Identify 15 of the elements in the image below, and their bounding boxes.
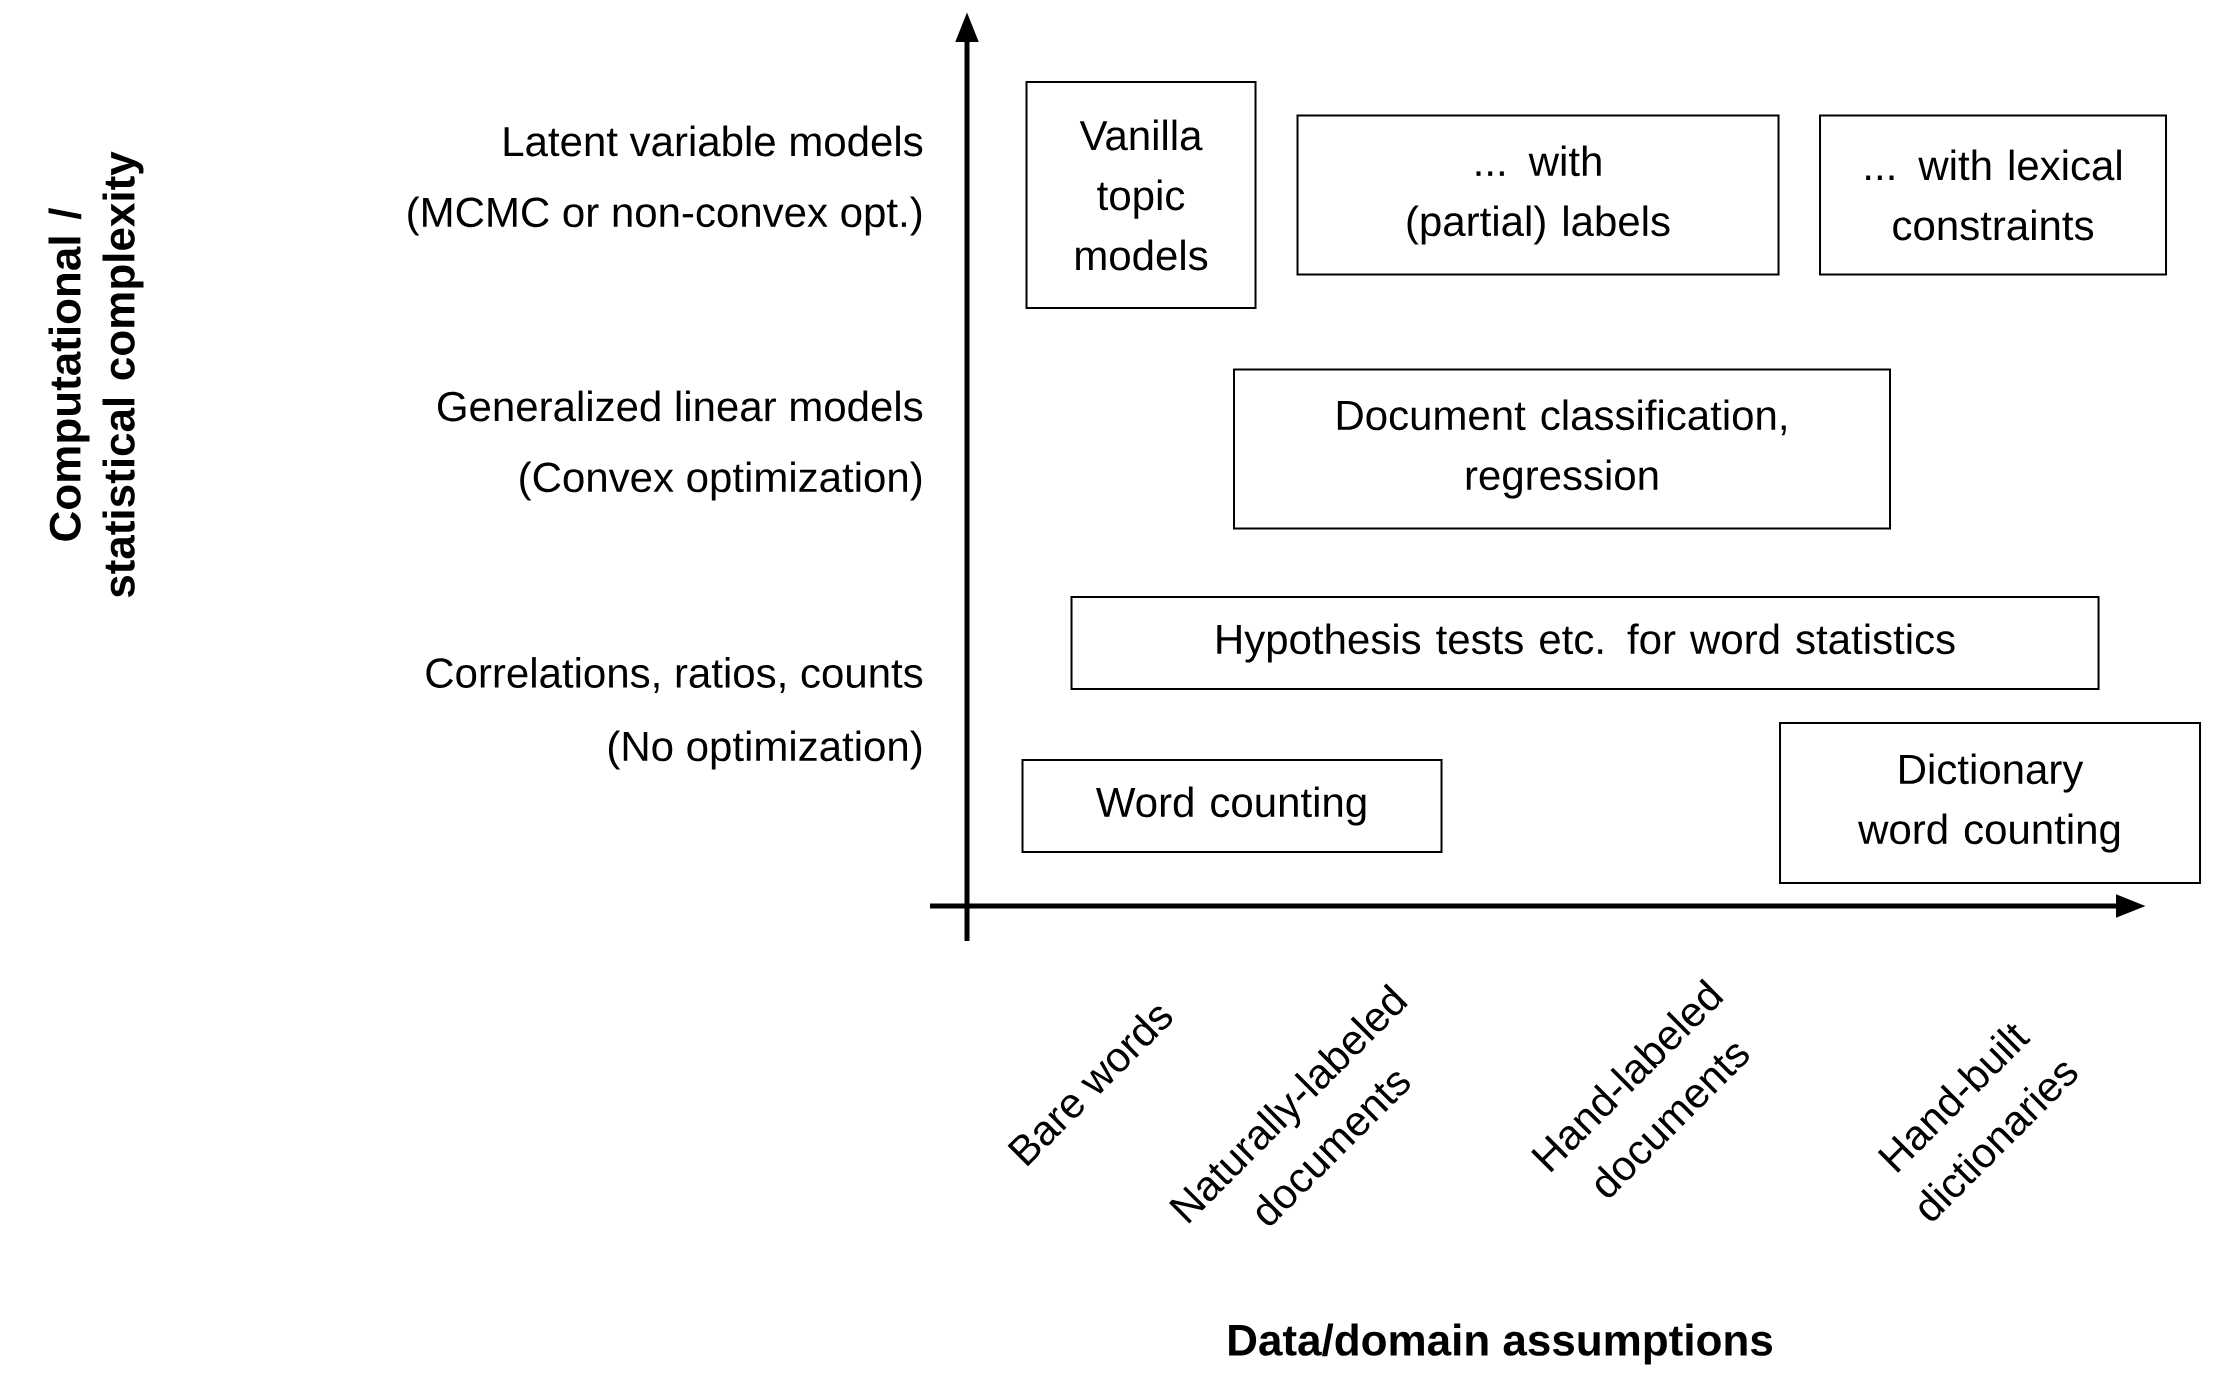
text-box: Hypothesis tests etc. for word statistics [1070,596,2100,690]
axis-category-label: Latent variable models [504,125,923,157]
axis-title: Computational / statistical complexity [48,151,144,598]
axis-category-label: Correlations, ratios, counts [426,657,923,693]
text-box: Word counting [1021,759,1443,853]
text-box: Dictionary word counting [1779,722,2202,884]
text-box: Document classification, regression [1233,368,1892,530]
axis-category-label: (No optimization) [608,730,922,770]
axis-category-label: (MCMC or non-convex opt.) [408,196,922,236]
axis-category-label: Generalized linear models [438,390,923,422]
axis-category-label: (Convex optimization) [520,461,922,501]
text-box: ... with lexical constraints [1819,114,2168,276]
text-box: ... with (partial) labels [1296,114,1780,276]
axis-title: Data/domain assumptions [1229,1323,1772,1365]
text-box: Vanilla topic models [1025,81,1257,309]
